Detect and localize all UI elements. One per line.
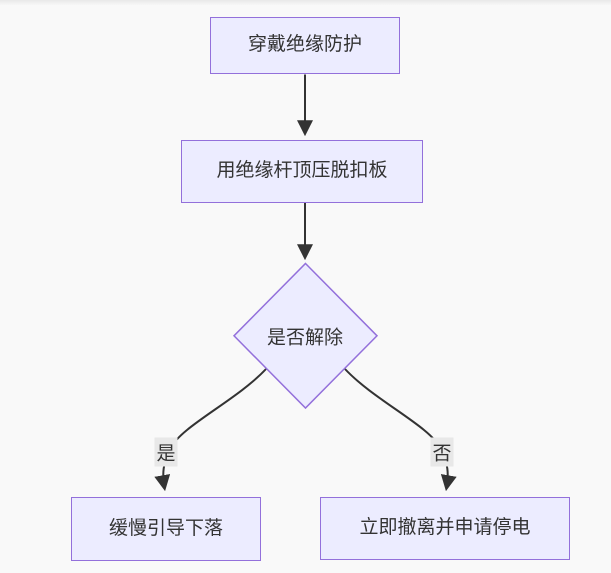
edge-c-to-d-yes xyxy=(154,368,267,492)
edge-label-yes: 是 xyxy=(154,437,178,467)
decision-diamond-shape xyxy=(232,262,379,410)
node-evacuate-and-request-power-cut: 立即撤离并申请停电 xyxy=(320,497,570,560)
node-slowly-guide-descent: 缓慢引导下落 xyxy=(71,497,261,561)
node-press-trip-plate-with-insulated-rod: 用绝缘杆顶压脱扣板 xyxy=(181,140,423,203)
decision-node-released-label: 是否解除 xyxy=(266,327,344,349)
edge-c-to-e-no xyxy=(344,368,457,492)
window-top-edge xyxy=(0,0,611,5)
edge-label-no: 否 xyxy=(430,437,454,467)
node-wear-insulation-protection: 穿戴绝缘防护 xyxy=(210,17,400,74)
